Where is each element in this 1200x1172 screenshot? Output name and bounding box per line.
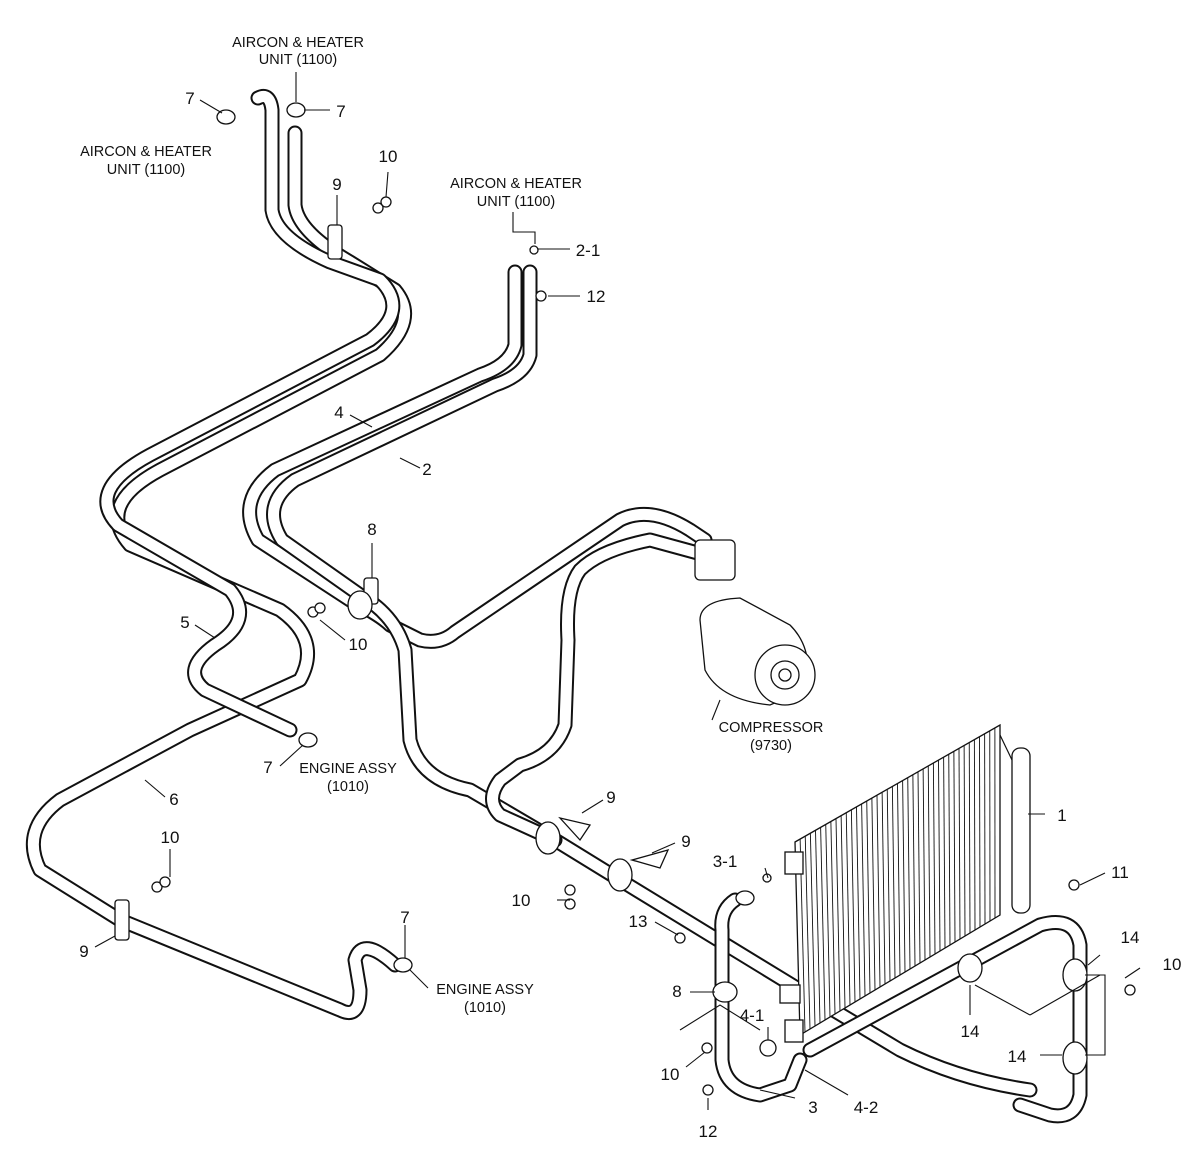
caption-compressor-l1: COMPRESSOR <box>719 720 824 736</box>
clamps <box>114 224 1088 1075</box>
pipe-2 <box>266 264 1038 1098</box>
callout-14: 14 <box>961 1022 980 1041</box>
callout-10: 10 <box>379 147 398 166</box>
callout-8: 8 <box>672 982 681 1001</box>
condenser-fin <box>953 751 956 943</box>
fasteners <box>151 196 1136 1096</box>
condenser-fin <box>968 742 971 934</box>
caption-engine-mid-l1: ENGINE ASSY <box>299 761 397 777</box>
pipe-4 <box>242 264 713 649</box>
callout-10: 10 <box>1163 955 1182 974</box>
condenser-fin <box>932 763 936 955</box>
callout-14: 14 <box>1121 928 1140 947</box>
condenser-fin <box>820 827 826 1021</box>
caption-compressor-l2: (9730) <box>750 738 792 754</box>
callout-11: 11 <box>1111 863 1129 882</box>
condenser-fin <box>871 798 876 991</box>
condenser-fin <box>866 801 871 994</box>
condenser-fin <box>840 815 846 1009</box>
condenser-fin <box>907 777 911 970</box>
condenser-fin <box>917 771 921 964</box>
callout-7: 7 <box>336 102 345 121</box>
callout-7: 7 <box>185 89 194 108</box>
callout-5: 5 <box>180 613 189 632</box>
condenser-fin <box>861 803 866 997</box>
callout-3: 3 <box>808 1098 817 1117</box>
callout-4: 4 <box>334 403 343 422</box>
callout-10: 10 <box>512 891 531 910</box>
condenser-fin <box>948 754 951 946</box>
condenser-fin <box>856 806 861 1000</box>
callout-4-2: 4-2 <box>854 1098 879 1117</box>
caption-aircon-left-l1: AIRCON & HEATER <box>80 144 212 160</box>
callout-8: 8 <box>367 520 376 539</box>
hose-5 <box>99 89 401 738</box>
caption-engine-low-l2: (1010) <box>464 1000 506 1016</box>
caption-engine-mid-l2: (1010) <box>327 779 369 795</box>
callouts: 7 7 10 9 2-1 12 4 2 8 5 10 7 6 9 1 10 9 … <box>79 89 1181 1141</box>
compressor <box>694 539 816 706</box>
condenser <box>779 723 1031 1043</box>
pipe-3 <box>714 892 808 1103</box>
captions: AIRCON & HEATER UNIT (1100) AIRCON & HEA… <box>80 35 823 1016</box>
callout-13: 13 <box>629 912 648 931</box>
condenser-fin <box>886 789 891 982</box>
hose-clamps <box>216 102 413 973</box>
condenser-fin <box>835 818 841 1012</box>
condenser-fin <box>815 830 821 1024</box>
callout-9: 9 <box>681 832 690 851</box>
callout-10: 10 <box>349 635 368 654</box>
condenser-fin <box>963 745 966 937</box>
condenser-fin <box>825 824 831 1018</box>
condenser-fin <box>876 795 881 988</box>
condenser-fin <box>938 760 941 952</box>
condenser-fin <box>922 768 926 961</box>
callout-2-1: 2-1 <box>576 241 601 260</box>
callout-1: 1 <box>1057 806 1066 825</box>
condenser-fin <box>897 783 901 976</box>
condenser-fin <box>830 821 836 1015</box>
caption-aircon-right-l2: UNIT (1100) <box>477 194 555 210</box>
caption-aircon-top-l2: UNIT (1100) <box>259 52 337 68</box>
condenser-fin <box>958 748 961 940</box>
condenser-fin <box>809 833 816 1027</box>
caption-aircon-top-l1: AIRCON & HEATER <box>232 35 364 51</box>
leader-lines <box>94 72 1141 1110</box>
callout-6: 6 <box>169 790 178 809</box>
caption-aircon-left-l2: UNIT (1100) <box>107 162 185 178</box>
condenser-fin <box>979 736 981 928</box>
callout-2: 2 <box>422 460 431 479</box>
callout-7: 7 <box>263 758 272 777</box>
condenser-fin <box>973 739 976 931</box>
condenser-fin <box>902 780 906 973</box>
callout-9: 9 <box>332 175 341 194</box>
callout-3-1: 3-1 <box>713 852 738 871</box>
condenser-fin <box>912 774 916 967</box>
pipes <box>25 89 1088 1124</box>
condenser-fin <box>845 812 851 1006</box>
condenser-fin <box>927 765 931 958</box>
condenser-fin <box>881 792 886 985</box>
condenser-fins <box>799 727 996 1033</box>
condenser-fin <box>943 757 946 949</box>
callout-10: 10 <box>661 1065 680 1084</box>
condenser-fin <box>850 809 856 1003</box>
callout-12: 12 <box>699 1122 718 1141</box>
condenser-loop-pipe <box>802 915 1088 1124</box>
callout-9: 9 <box>79 942 88 961</box>
caption-engine-low-l1: ENGINE ASSY <box>436 982 534 998</box>
callout-9: 9 <box>606 788 615 807</box>
caption-aircon-right-l1: AIRCON & HEATER <box>450 176 582 192</box>
callout-12: 12 <box>587 287 606 306</box>
discharge-pipe <box>485 532 713 848</box>
callout-7: 7 <box>400 908 409 927</box>
condenser-fin <box>891 786 896 979</box>
callout-14: 14 <box>1008 1047 1027 1066</box>
condenser-fin <box>804 836 811 1030</box>
callout-10: 10 <box>161 828 180 847</box>
callout-4-1: 4-1 <box>740 1006 765 1025</box>
